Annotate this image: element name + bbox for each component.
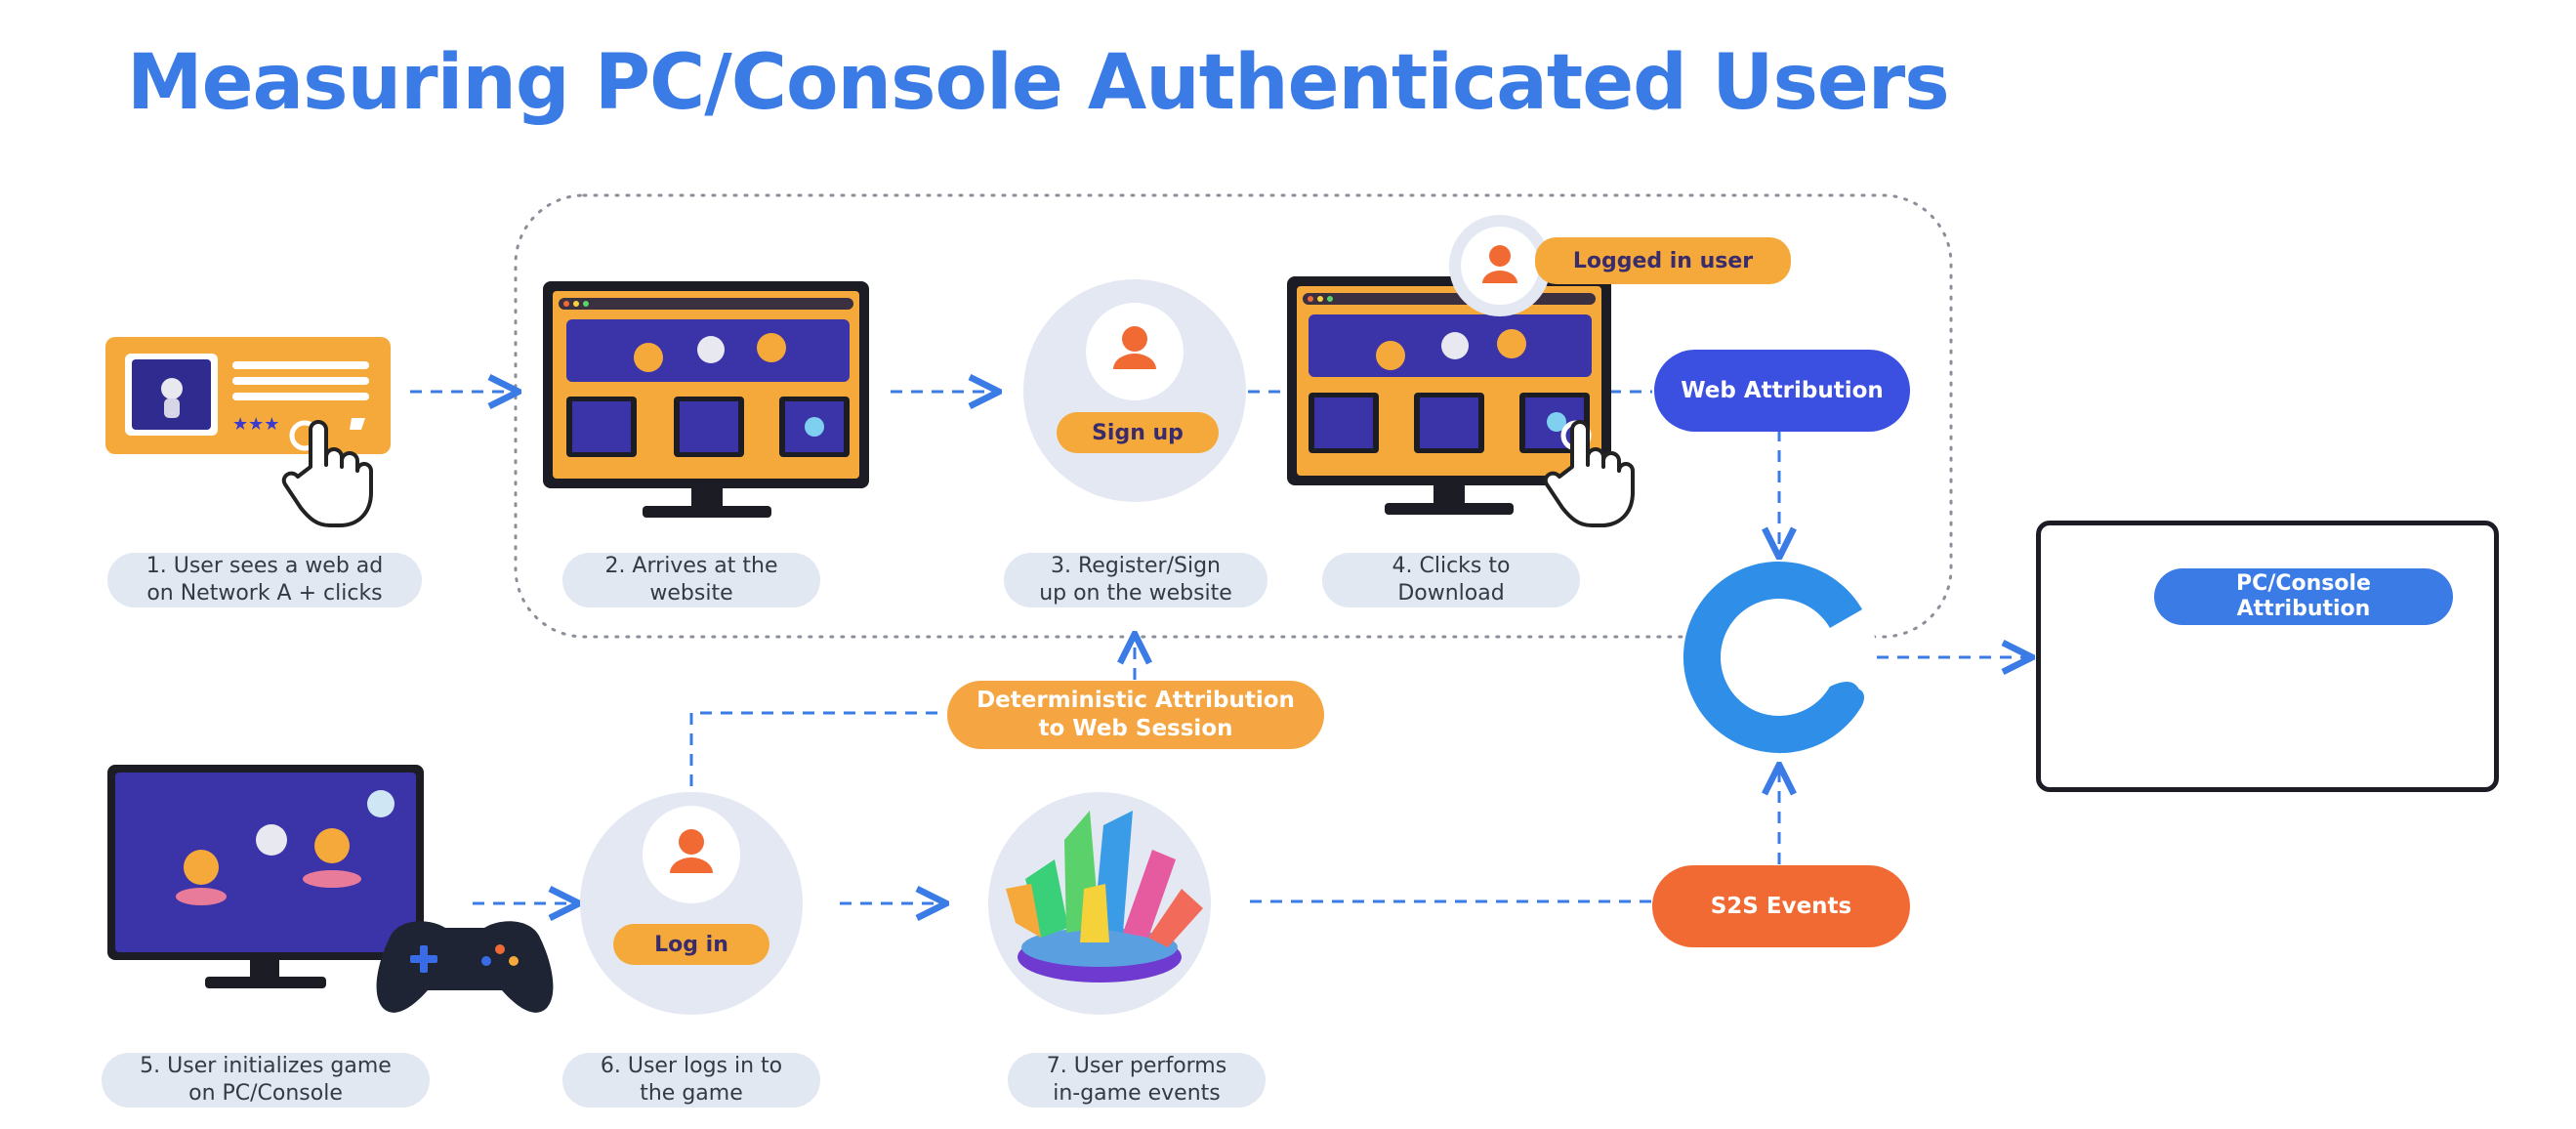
step-1-caption: 1. User sees a web ad on Network A + clic… — [107, 553, 422, 607]
game-controller-icon — [376, 921, 554, 1013]
connectors — [410, 392, 2029, 903]
login-illustration — [580, 792, 803, 1015]
step-3-line2: up on the website — [1039, 581, 1232, 606]
logged-in-user-badge: Logged in user — [1535, 237, 1791, 284]
step-3-line1: 3. Register/Sign — [1051, 554, 1221, 578]
signup-illustration — [1023, 279, 1246, 502]
step-2-line2: website — [649, 581, 733, 606]
monitor-website — [543, 281, 869, 518]
result-label-line1: PC/Console — [2236, 571, 2371, 596]
step-6-caption: 6. User logs in to the game — [562, 1053, 820, 1108]
step-5-caption: 5. User initializes game on PC/Console — [102, 1053, 430, 1108]
svg-text:★★★: ★★★ — [232, 414, 279, 435]
user-avatar-icon — [670, 829, 713, 873]
step-6-line2: the game — [640, 1081, 743, 1106]
deterministic-attribution-pill: Deterministic Attribution to Web Session — [947, 681, 1324, 749]
step-5-line1: 5. User initializes game — [140, 1054, 392, 1078]
step-2-caption: 2. Arrives at the website — [562, 553, 820, 607]
step-3-caption: 3. Register/Sign up on the website — [1004, 553, 1267, 607]
step-6-line1: 6. User logs in to — [600, 1054, 783, 1078]
pc-console-attribution-card — [2036, 521, 2499, 792]
deterministic-line2: to Web Session — [1038, 716, 1233, 741]
step-4-line1: 4. Clicks to — [1392, 554, 1511, 578]
s2s-events-pill: S2S Events — [1652, 865, 1910, 947]
deterministic-line1: Deterministic Attribution — [976, 688, 1295, 713]
hand-cursor-icon — [1543, 420, 1635, 527]
step-4-caption: 4. Clicks to Download — [1322, 553, 1580, 607]
web-session-frame — [514, 193, 1953, 639]
page-title: Measuring PC/Console Authenticated Users — [127, 39, 1950, 127]
user-avatar-icon — [1113, 326, 1156, 369]
step-7-caption: 7. User performs in-game events — [1008, 1053, 1266, 1108]
log-in-button[interactable]: Log in — [613, 924, 769, 965]
monitor-game — [107, 765, 424, 988]
sign-up-button[interactable]: Sign up — [1057, 412, 1219, 453]
hand-cursor-icon — [281, 420, 373, 527]
step-5-line2: on PC/Console — [188, 1081, 343, 1106]
gems-icon — [988, 792, 1211, 1015]
result-label-line2: Attribution — [2236, 597, 2371, 621]
web-attribution-pill: Web Attribution — [1654, 350, 1910, 432]
web-ad-card: ★★★ — [105, 337, 391, 454]
step-1-line1: 1. User sees a web ad — [145, 554, 384, 578]
step-1-line2: on Network A + clicks — [146, 581, 383, 606]
adjust-logo-icon — [1682, 560, 1877, 755]
step-4-line2: Download — [1397, 581, 1505, 606]
step-7-line1: 7. User performs — [1046, 1054, 1227, 1078]
step-2-line1: 2. Arrives at the — [604, 554, 778, 578]
monitor-download — [1287, 215, 1635, 527]
step-7-line2: in-game events — [1053, 1081, 1221, 1106]
